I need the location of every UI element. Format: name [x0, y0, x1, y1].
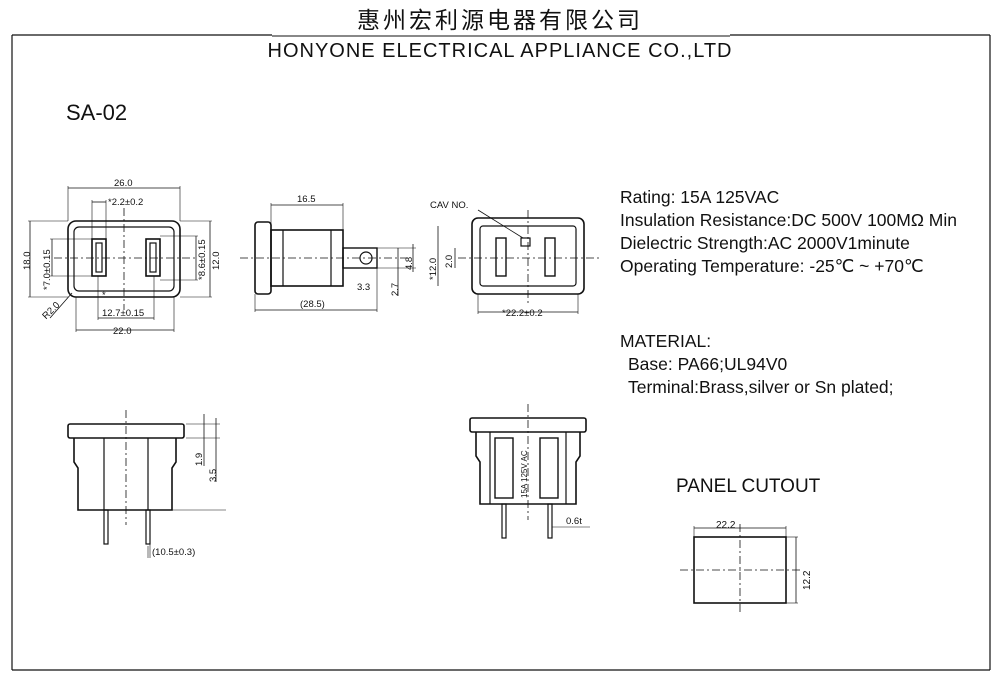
bottom-middle-view	[469, 404, 590, 539]
dim-slot-height: *7.0±0.15	[42, 249, 53, 290]
company-name-english: HONYONE ELECTRICAL APPLIANCE CO.,LTD	[267, 40, 733, 62]
panel-cutout-drawing	[680, 524, 800, 614]
cutout-width: 22.2	[716, 520, 736, 531]
dim-front-width: 26.0	[114, 178, 133, 189]
spec-temperature: Operating Temperature: -25℃ ~ +70℃	[620, 256, 924, 276]
dim-rear-a: *12.0	[428, 258, 439, 280]
dim-side-depth: 16.5	[297, 194, 316, 205]
star-mark: *	[102, 290, 106, 301]
material-base: Base: PA66;UL94V0	[628, 354, 788, 374]
bottom-left-view	[67, 410, 226, 558]
dim-radius: R2.0	[40, 300, 62, 322]
company-name-chinese: 惠州宏利源电器有限公司	[357, 8, 643, 34]
dim-right-height: 12.0	[211, 252, 222, 271]
dim-pitch: 12.7±0.15	[102, 308, 144, 319]
material-terminal: Terminal:Brass,silver or Sn plated;	[628, 377, 894, 397]
model-number: SA-02	[66, 100, 128, 125]
rear-view	[437, 209, 600, 314]
dim-slot-width: *2.2±0.2	[108, 197, 143, 208]
drawing-frame	[11, 34, 991, 671]
spec-rating: Rating: 15A 125VAC	[620, 187, 780, 207]
dim-rear-width: *22.2±0.2	[502, 308, 543, 319]
panel-cutout-title: PANEL CUTOUT	[676, 476, 821, 497]
dim-height-total: 18.0	[22, 252, 33, 271]
material-heading: MATERIAL:	[620, 331, 712, 351]
cutout-height: 12.2	[802, 570, 813, 590]
dim-bottom-width: 22.0	[113, 326, 132, 337]
side-view	[240, 203, 416, 312]
front-view	[28, 186, 212, 332]
dim-side-pin: 3.3	[357, 282, 370, 293]
body-marking: 15A 125V AC	[520, 450, 529, 498]
dim-flange: 1.9	[194, 453, 205, 466]
dim-side-total: (28.5)	[300, 299, 325, 310]
spec-dielectric: Dielectric Strength:AC 2000V1minute	[620, 233, 910, 253]
dim-right-slot: *8.6±0.15	[197, 239, 208, 280]
cav-label: CAV NO.	[430, 200, 468, 211]
dim-rear-b: 2.0	[444, 255, 455, 268]
dim-pin-length: (10.5±0.3)	[152, 547, 195, 558]
dim-side-pin-height: 2.7	[390, 283, 401, 296]
spec-insulation: Insulation Resistance:DC 500V 100MΩ Min	[620, 210, 957, 230]
dimension-labels: 26.0 *2.2±0.2 12.7±0.15 22.0 R2.0 18.0 *…	[22, 178, 813, 590]
dim-pin-thickness: 0.6t	[566, 516, 582, 527]
dim-side-tab: 4.8	[404, 257, 415, 270]
dim-flange-b: 3.5	[208, 469, 219, 482]
